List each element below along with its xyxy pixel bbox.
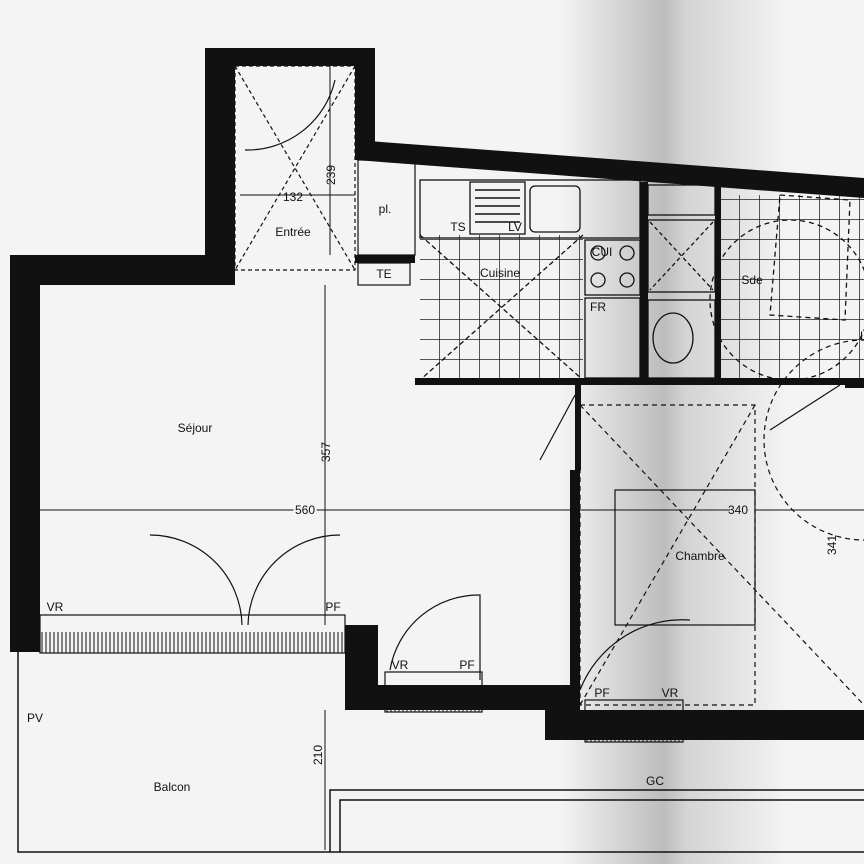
kitchen-fixtures	[419, 179, 641, 381]
label-balcon: Balcon	[154, 780, 191, 794]
balcony-outline	[17, 652, 864, 853]
label-pf-sejour: PF	[325, 600, 340, 614]
label-sejour: Séjour	[178, 421, 213, 435]
dim-chambre-width: 340	[728, 503, 748, 517]
label-partial: L	[860, 329, 864, 343]
drainer-lines	[475, 189, 520, 223]
windows-and-doors	[39, 534, 684, 743]
radiator-slats	[41, 632, 680, 742]
label-placard: pl.	[379, 202, 392, 216]
dim-chambre-depth: 341	[825, 535, 839, 555]
label-fr: FR	[590, 300, 606, 314]
label-vr-sejour: VR	[47, 600, 64, 614]
label-lv: LV	[508, 220, 522, 234]
label-vr-chambre: VR	[662, 686, 679, 700]
bathroom-fixtures	[647, 184, 864, 381]
label-entree: Entrée	[275, 225, 311, 239]
dim-balcon-depth: 210	[311, 745, 325, 765]
label-chambre: Chambre	[675, 549, 725, 563]
dim-entree-width: 132	[283, 190, 303, 204]
dim-sejour-width: 560	[295, 503, 315, 517]
label-cui: CUI	[592, 245, 613, 259]
label-vr-cuisine: VR	[392, 658, 409, 672]
dimension-lines	[35, 66, 864, 850]
label-gc: GC	[646, 774, 664, 788]
label-ts: TS	[450, 220, 465, 234]
bathroom-tiles	[720, 195, 864, 383]
label-pv: PV	[27, 711, 43, 725]
label-pf-chambre: PF	[594, 686, 609, 700]
dim-sejour-depth: 357	[319, 442, 333, 462]
label-sde: Sde	[741, 273, 763, 287]
dim-entree-depth: 239	[324, 165, 338, 185]
label-pf-cuisine: PF	[459, 658, 474, 672]
chambre-lines	[539, 339, 864, 706]
label-te: TE	[376, 267, 391, 281]
label-cuisine: Cuisine	[480, 266, 520, 280]
